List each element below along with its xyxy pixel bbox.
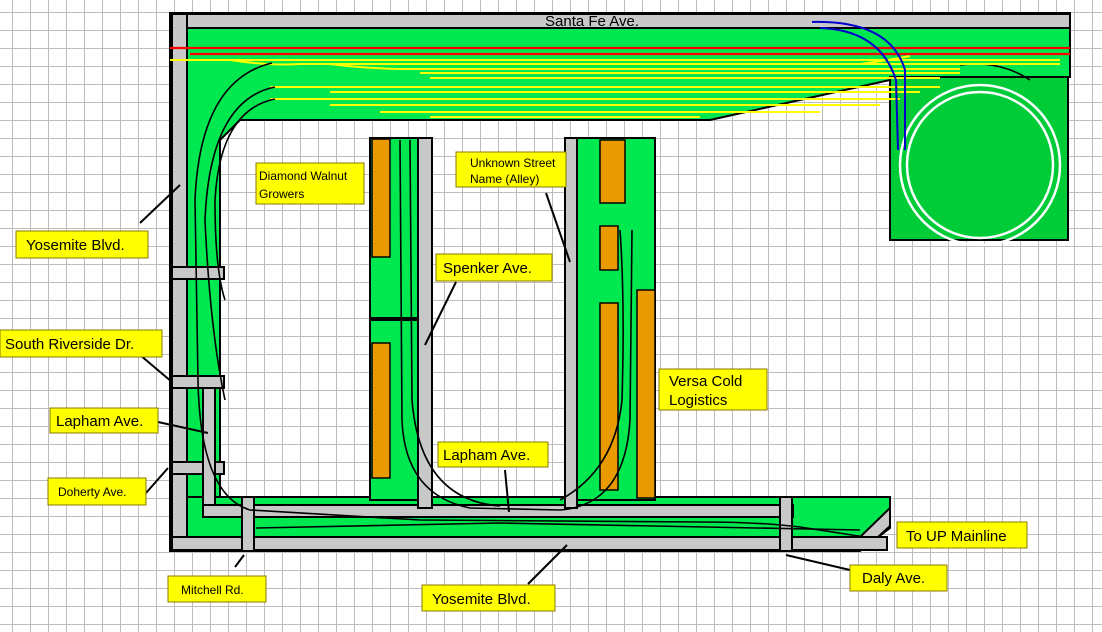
svg-text:Doherty Ave.: Doherty Ave.: [58, 485, 126, 499]
industrial-tracks: [194, 62, 866, 538]
svg-text:Versa Cold: Versa Cold: [669, 373, 742, 390]
industry-building: [599, 225, 619, 271]
svg-text:Diamond Walnut: Diamond Walnut: [259, 169, 348, 183]
leader-lines: [139, 184, 851, 585]
labels: Yosemite Blvd. South Riverside Dr. Lapha…: [0, 151, 1028, 612]
road-yosemite-bottom: [171, 536, 888, 551]
svg-text:South Riverside Dr.: South Riverside Dr.: [5, 336, 134, 353]
label-lapham-left: Lapham Ave.: [49, 407, 159, 434]
loop-area: [889, 76, 1069, 241]
industry-building: [599, 302, 619, 491]
svg-text:Mitchell Rd.: Mitchell Rd.: [181, 583, 244, 597]
label-doherty: Doherty Ave.: [47, 477, 147, 506]
road-mitchell: [241, 496, 255, 552]
svg-text:Spenker Ave.: Spenker Ave.: [443, 260, 532, 277]
label-yosemite-left: Yosemite Blvd.: [15, 230, 149, 259]
label-to-up: To UP Mainline: [896, 521, 1028, 549]
industry-building: [599, 139, 626, 204]
road-doherty: [171, 461, 225, 475]
label-spenker: Spenker Ave.: [435, 253, 553, 282]
roads: [171, 13, 1071, 552]
yard-tracks: [170, 46, 1070, 118]
label-daly: Daly Ave.: [849, 564, 948, 592]
road-lapham-bottom: [202, 504, 794, 518]
svg-text:Unknown Street: Unknown Street: [470, 156, 556, 170]
industry-diamond-walnut-2: [371, 342, 391, 479]
svg-text:Yosemite Blvd.: Yosemite Blvd.: [26, 237, 125, 254]
svg-text:Growers: Growers: [259, 187, 304, 201]
road-alley: [564, 137, 578, 509]
road-cross-1: [171, 266, 225, 280]
label-south-riverside: South Riverside Dr.: [0, 329, 163, 358]
road-label-santa-fe: Santa Fe Ave.: [545, 13, 639, 30]
industry-versa-cold: [636, 289, 656, 499]
industry-diamond-walnut-1: [371, 138, 391, 258]
road-spenker: [417, 137, 433, 509]
svg-text:Name (Alley): Name (Alley): [470, 172, 539, 186]
svg-text:Lapham Ave.: Lapham Ave.: [56, 413, 143, 430]
road-up-connector: [857, 505, 891, 538]
svg-text:Yosemite Blvd.: Yosemite Blvd.: [432, 591, 531, 608]
road-daly: [779, 496, 793, 552]
industries: [371, 138, 656, 499]
svg-text:To UP Mainline: To UP Mainline: [906, 528, 1007, 545]
label-lapham-mid: Lapham Ave.: [437, 441, 549, 468]
label-mitchell: Mitchell Rd.: [167, 575, 267, 603]
interchange-track: [811, 20, 906, 150]
svg-text:Daly Ave.: Daly Ave.: [862, 570, 925, 587]
svg-text:Logistics: Logistics: [669, 392, 727, 409]
interchange-track: [819, 27, 899, 151]
label-yosemite-bottom: Yosemite Blvd.: [421, 584, 556, 612]
svg-text:Lapham Ave.: Lapham Ave.: [443, 447, 530, 464]
